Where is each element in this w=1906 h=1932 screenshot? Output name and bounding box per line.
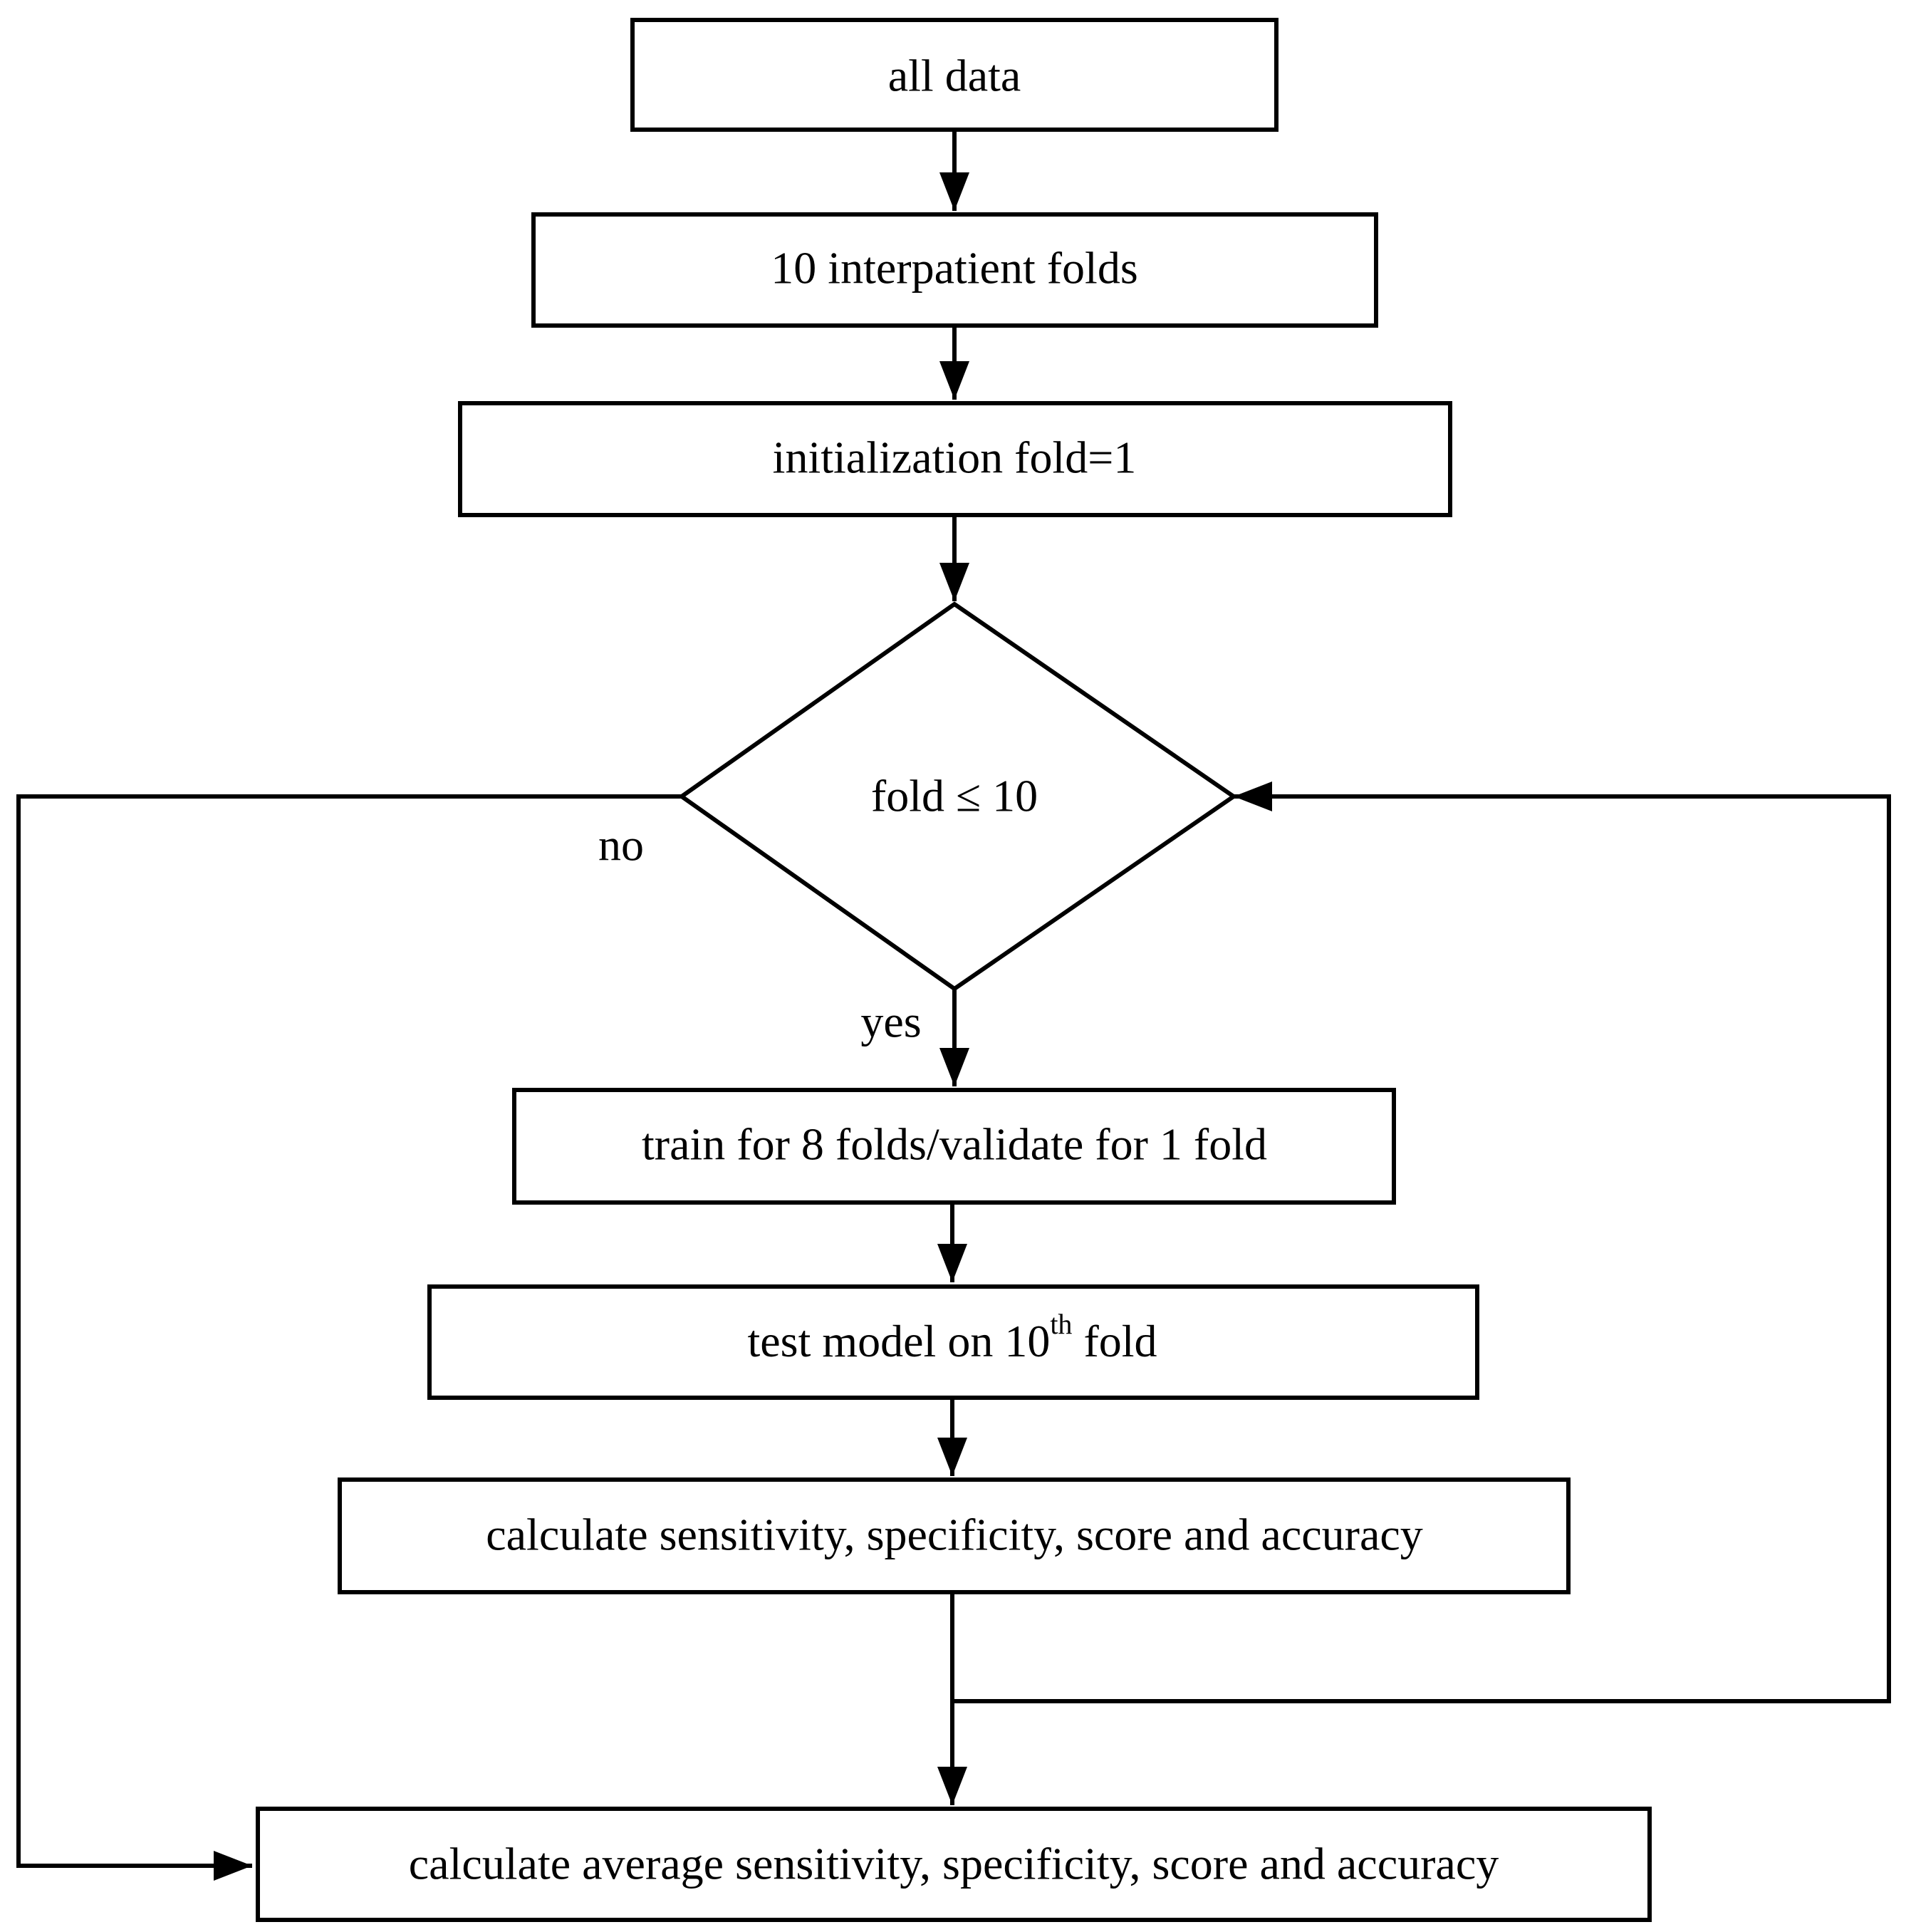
node-calculate-average-label: calculate average sensitivity, specifici… — [409, 1839, 1499, 1889]
test-model-suffix: fold — [1072, 1316, 1157, 1366]
node-decision: fold ≤ 10 — [677, 601, 1238, 992]
node-initialization: initialization fold=1 — [458, 401, 1452, 517]
edge-label-yes: yes — [860, 997, 921, 1047]
edge-decision-no — [16, 794, 682, 1881]
node-calculate-metrics-label: calculate sensitivity, specificity, scor… — [486, 1510, 1423, 1560]
node-train-validate-label: train for 8 folds/validate for 1 fold — [642, 1119, 1267, 1170]
node-calculate-average: calculate average sensitivity, specifici… — [256, 1807, 1652, 1922]
node-train-validate: train for 8 folds/validate for 1 fold — [512, 1088, 1396, 1205]
test-model-superscript: th — [1050, 1308, 1072, 1340]
node-all-data-label: all data — [888, 51, 1021, 101]
node-interpatient-folds-label: 10 interpatient folds — [771, 243, 1137, 294]
edge-loop-back — [952, 781, 1891, 1703]
node-initialization-label: initialization fold=1 — [773, 432, 1137, 483]
node-decision-label: fold ≤ 10 — [871, 771, 1038, 821]
node-all-data: all data — [630, 18, 1279, 132]
node-test-model: test model on 10th fold — [427, 1284, 1479, 1400]
node-interpatient-folds: 10 interpatient folds — [531, 212, 1378, 328]
connectors — [16, 130, 1891, 1881]
node-calculate-metrics: calculate sensitivity, specificity, scor… — [338, 1477, 1571, 1594]
edge-label-no: no — [598, 820, 644, 871]
node-test-model-label: test model on 10th fold — [747, 1308, 1157, 1366]
test-model-prefix: test model on 10 — [747, 1316, 1050, 1366]
